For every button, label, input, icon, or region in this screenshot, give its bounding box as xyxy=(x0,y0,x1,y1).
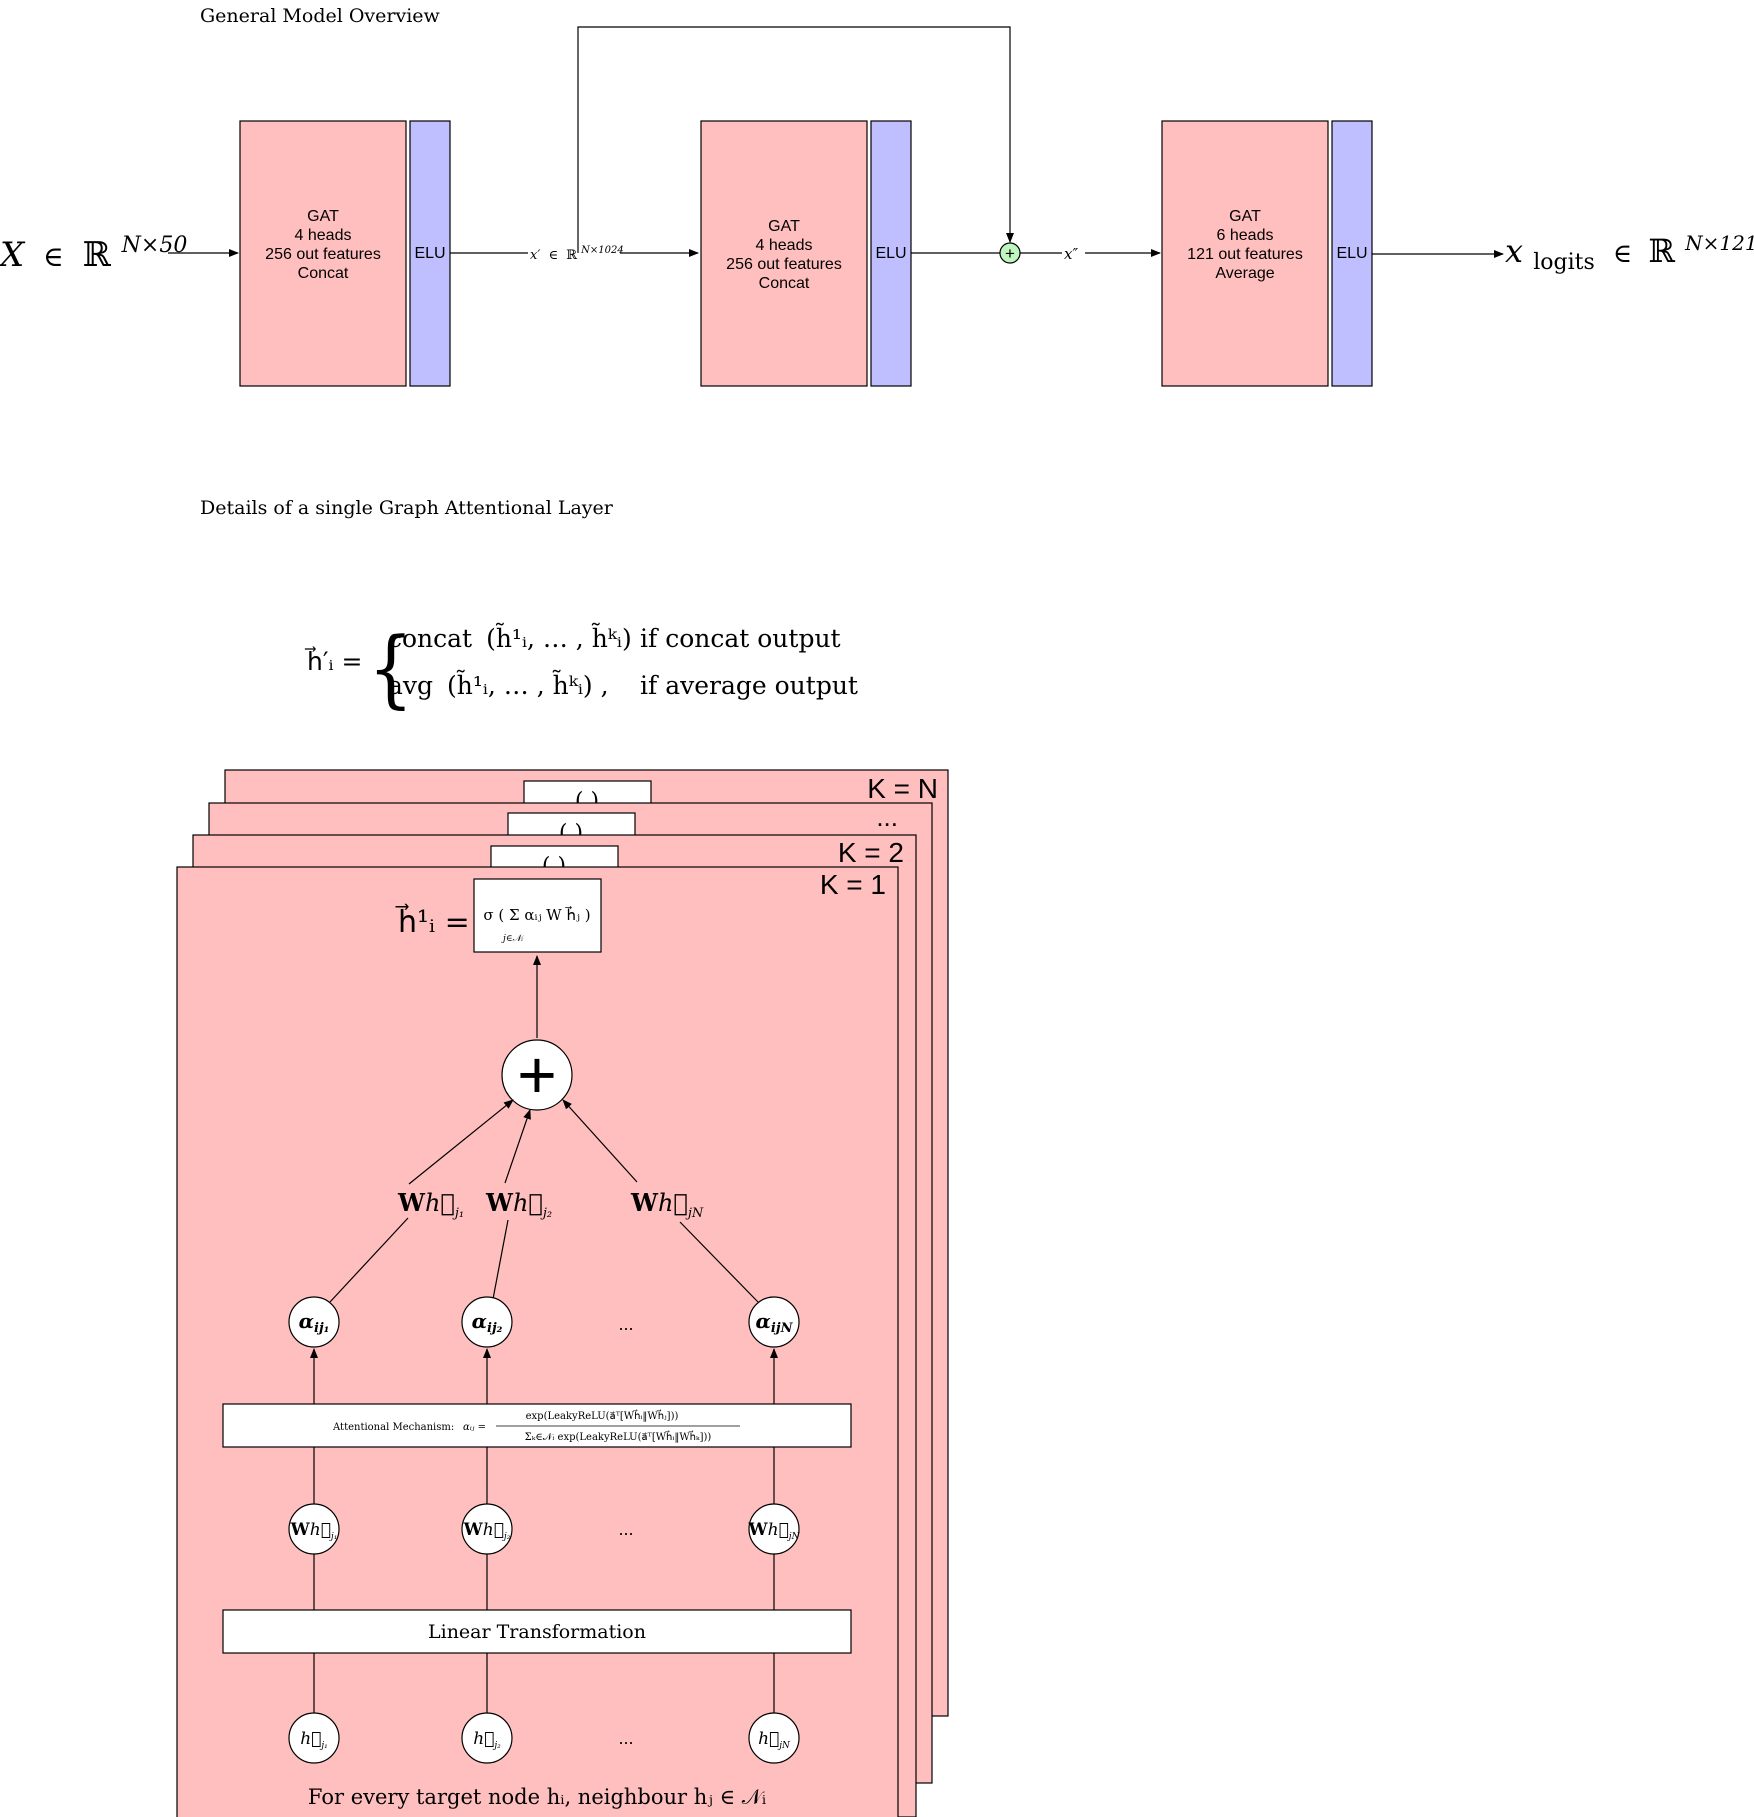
input-node-2-label: h⃗j₂ xyxy=(473,1729,501,1751)
head-label-k-1: K = 1 xyxy=(820,869,886,900)
head-output-sum-index: j∈𝒩ᵢ xyxy=(501,934,524,944)
head-output-box xyxy=(473,878,602,953)
head-label-ellipsis: ... xyxy=(876,802,898,832)
weighted-label-2: Wh⃗j₂ xyxy=(485,1188,552,1221)
linear-transformation-label: Linear Transformation xyxy=(428,1621,646,1643)
weighted-label-1: Wh⃗j₁ xyxy=(397,1188,464,1221)
overview-title: General Model Overview xyxy=(200,5,441,27)
transformed-node-2-label: Wh⃗j₂ xyxy=(463,1520,511,1542)
input-ellipsis: ... xyxy=(618,1728,633,1748)
formula-case2-condition: if average output xyxy=(640,671,858,700)
head-k1-content: h⃗¹ᵢ = σ ( Σ αᵢⱼ W h⃗ⱼ ) j∈𝒩ᵢ + Wh⃗j₁ Wh… xyxy=(222,878,852,1809)
alpha-node-1-label: αij₁ xyxy=(299,1309,330,1336)
sum-node xyxy=(501,1039,573,1111)
input-label: X ∈ ℝ N×50 xyxy=(0,233,187,275)
gat-block-1 xyxy=(239,120,407,387)
formula-case1-condition: if concat output xyxy=(640,624,841,653)
head-label-k-2: K = 2 xyxy=(838,837,904,868)
head-output-formula: σ ( Σ αᵢⱼ W h⃗ⱼ ) xyxy=(483,905,590,924)
edge1-label: x′ ∈ ℝ N×1024 xyxy=(530,245,624,263)
layer2-line4: Concat xyxy=(759,275,810,292)
attention-denominator: Σₖ∈𝒩ᵢ exp(LeakyReLU(a⃗ᵀ[Wh⃗ᵢ‖Wh⃗ₖ])) xyxy=(525,1430,712,1443)
attention-numerator: exp(LeakyReLU(a⃗ᵀ[Wh⃗ᵢ‖Wh⃗ⱼ])) xyxy=(526,1409,679,1422)
output-label: x logits ∈ ℝ N×121 xyxy=(1505,231,1754,277)
attention-lhs: αᵢⱼ = xyxy=(463,1422,486,1433)
input-node-n-label: h⃗jN xyxy=(758,1729,791,1751)
formula-case2: avg (h̃¹ᵢ, … , h̃ᵏᵢ) , xyxy=(388,671,609,700)
skip-connection-arrow xyxy=(577,26,1014,253)
attention-label: Attentional Mechanism: xyxy=(332,1422,454,1433)
line-alphan-to-whn xyxy=(679,1221,759,1303)
elu-label-2: ELU xyxy=(875,245,906,262)
alpha-node-n xyxy=(748,1296,800,1348)
details-title: Details of a single Graph Attentional La… xyxy=(200,497,614,519)
edge2-label: x″ xyxy=(1064,245,1078,263)
arrow-whn-to-sum xyxy=(562,1099,638,1183)
layer2-line2: 4 heads xyxy=(756,237,813,254)
elu-label-3: ELU xyxy=(1336,245,1367,262)
elu-block-2 xyxy=(870,120,912,387)
head-label-k-n: K = N xyxy=(867,773,938,804)
alpha-node-n-label: αijN xyxy=(756,1309,794,1336)
formula-case1: concat (h̃¹ᵢ, … , h̃ᵏᵢ) xyxy=(388,624,632,653)
alpha-node-1 xyxy=(288,1296,340,1348)
layer2-line3: 256 out features xyxy=(726,256,842,273)
gat-block-2 xyxy=(700,120,868,387)
linear-transformation-box xyxy=(222,1609,852,1654)
layer3-line2: 6 heads xyxy=(1217,227,1274,244)
alpha-node-2 xyxy=(461,1296,513,1348)
attention-mechanism-box xyxy=(222,1403,852,1448)
layer1-line1: GAT xyxy=(307,208,339,225)
elu-block-3 xyxy=(1331,120,1373,387)
layer3-line1: GAT xyxy=(1229,208,1261,225)
transformed-ellipsis: ... xyxy=(618,1519,633,1539)
skip-add-node: + xyxy=(999,242,1021,264)
line-alpha2-to-wh2 xyxy=(492,1219,509,1300)
layer1-line2: 4 heads xyxy=(295,227,352,244)
gat-layer-1: GAT 4 heads 256 out features Concat ELU xyxy=(239,120,451,387)
layer1-line3: 256 out features xyxy=(265,246,381,263)
gat-layer-3: GAT 6 heads 121 out features Average ELU xyxy=(1161,120,1373,387)
alpha-ellipsis: ... xyxy=(618,1314,633,1334)
gat-layer-2: GAT 4 heads 256 out features Concat ELU xyxy=(700,120,912,387)
arrow-wh2-to-sum xyxy=(504,1109,531,1184)
aggregation-formula: h⃗′ᵢ = { concat (h̃¹ᵢ, … , h̃ᵏᵢ) if conc… xyxy=(305,620,858,717)
elu-label-1: ELU xyxy=(414,245,445,262)
arrow-wh1-to-sum xyxy=(408,1099,514,1185)
line-alpha1-to-wh1 xyxy=(329,1217,409,1303)
input-node-n xyxy=(748,1712,800,1764)
head-output-lhs: h⃗¹ᵢ = xyxy=(395,904,470,940)
layer1-line4: Concat xyxy=(298,265,349,282)
layer2-line1: GAT xyxy=(768,218,800,235)
layer3-line3: 121 out features xyxy=(1187,246,1303,263)
elu-block-1 xyxy=(409,120,451,387)
input-node-1 xyxy=(288,1712,340,1764)
footer-caption: For every target node hᵢ, neighbour hⱼ ∈… xyxy=(308,1785,766,1809)
skip-add-symbol: + xyxy=(1005,244,1015,263)
gat-block-3 xyxy=(1161,120,1329,387)
transformed-node-1-label: Wh⃗j₁ xyxy=(290,1520,338,1542)
input-node-2 xyxy=(461,1712,513,1764)
formula-brace: { xyxy=(368,620,413,717)
transformed-node-n-label: Wh⃗jN xyxy=(748,1520,801,1542)
layer3-line4: Average xyxy=(1215,265,1274,282)
sum-node-symbol: + xyxy=(517,1037,557,1113)
weighted-label-n: Wh⃗jN xyxy=(630,1188,704,1221)
alpha-node-2-label: αij₂ xyxy=(472,1309,503,1336)
formula-lhs: h⃗′ᵢ = xyxy=(305,646,363,676)
input-node-1-label: h⃗j₁ xyxy=(300,1729,328,1751)
